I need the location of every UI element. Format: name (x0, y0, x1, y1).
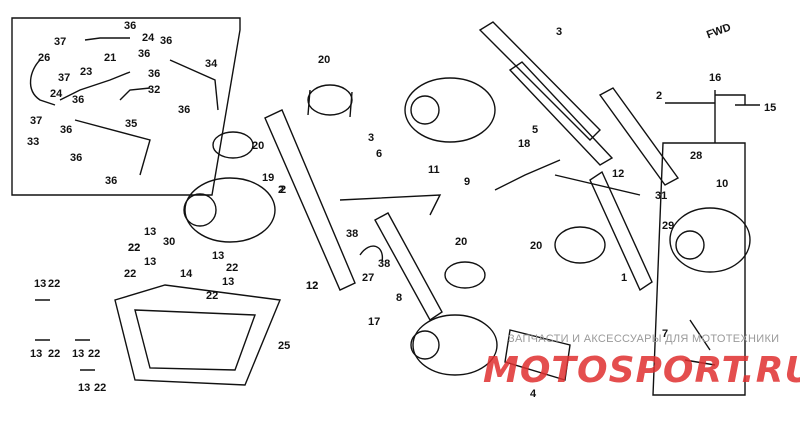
carb-left (184, 177, 276, 243)
callout: 31 (655, 190, 668, 202)
callout: 24 (142, 32, 155, 44)
callout: 20 (530, 240, 543, 252)
callout: 36 (138, 48, 151, 60)
callout: 30 (163, 236, 176, 248)
callout: 5 (532, 124, 539, 136)
callout: 11 (428, 164, 440, 176)
callout: 3 (556, 26, 563, 38)
callout: 15 (764, 102, 777, 114)
carb-top (404, 77, 496, 143)
callout: 37 (30, 115, 43, 127)
callout: 37 (58, 72, 71, 84)
callout: 9 (464, 176, 471, 188)
callout: 2 (656, 90, 663, 102)
callout: 20 (318, 54, 331, 66)
callout: 10 (716, 178, 729, 190)
inset-frame (11, 17, 241, 196)
callout: 36 (124, 20, 137, 32)
callout: 27 (362, 272, 375, 284)
callout: 21 (104, 52, 117, 64)
callout: 20 (455, 236, 468, 248)
float-bowl (114, 284, 281, 386)
callout: 4 (530, 388, 537, 400)
callout: 19 (262, 172, 275, 184)
callout: 37 (54, 36, 67, 48)
callout: 13 (78, 382, 91, 394)
callout: 22 (226, 262, 239, 274)
callout: 13 (144, 256, 157, 268)
callout: 7 (662, 328, 669, 340)
callout: 17 (368, 316, 381, 328)
callout: 16 (709, 72, 722, 84)
callout: 22 (206, 290, 219, 302)
carb-bottom (412, 314, 498, 376)
callout: 24 (50, 88, 63, 100)
callout: 32 (148, 84, 161, 96)
callout: 2 (280, 184, 287, 196)
callout: 13 (34, 278, 47, 290)
carb-right (669, 207, 751, 273)
callout: 23 (80, 66, 93, 78)
callout: 33 (27, 136, 40, 148)
callout: 36 (160, 35, 173, 47)
callout: 22 (48, 278, 61, 290)
callout: 13 (144, 226, 157, 238)
callout: 12 (306, 280, 319, 292)
callout: 12 (306, 280, 319, 292)
callout: 35 (125, 118, 138, 130)
callout: 13 (72, 348, 85, 360)
callout: 22 (128, 242, 141, 254)
callout: 8 (396, 292, 403, 304)
callout: 22 (128, 242, 141, 254)
callout: 13 (212, 250, 225, 262)
callout: 14 (180, 268, 193, 280)
callout: 18 (518, 138, 531, 150)
callout: 36 (70, 152, 83, 164)
callout: 36 (72, 94, 85, 106)
callout: 36 (60, 124, 73, 136)
callout: 3 (368, 132, 375, 144)
callout: 1 (621, 272, 628, 284)
callout: 26 (38, 52, 51, 64)
callout: 25 (278, 340, 291, 352)
callout: 22 (124, 268, 137, 280)
callout: 34 (205, 58, 218, 70)
callout: 36 (105, 175, 118, 187)
callout: 6 (376, 148, 383, 160)
watermark-logo: MOTOSPORT.RU (483, 350, 800, 391)
callout: 28 (690, 150, 703, 162)
callout: 36 (148, 68, 161, 80)
callout: 36 (178, 104, 191, 116)
callout: 20 (252, 140, 265, 152)
callout: 29 (662, 220, 675, 232)
callout: 12 (612, 168, 625, 180)
callout: 2 (278, 184, 285, 196)
callout: 13 (30, 348, 43, 360)
callout: 22 (94, 382, 107, 394)
callout: 22 (88, 348, 101, 360)
callout: 22 (48, 348, 61, 360)
callout: 38 (378, 258, 391, 270)
callout: 38 (346, 228, 359, 240)
callout: 13 (222, 276, 235, 288)
watermark-line1: ЗАПЧАСТИ И АКСЕССУАРЫ ДЛЯ МОТОТЕХНИКИ (508, 333, 780, 345)
